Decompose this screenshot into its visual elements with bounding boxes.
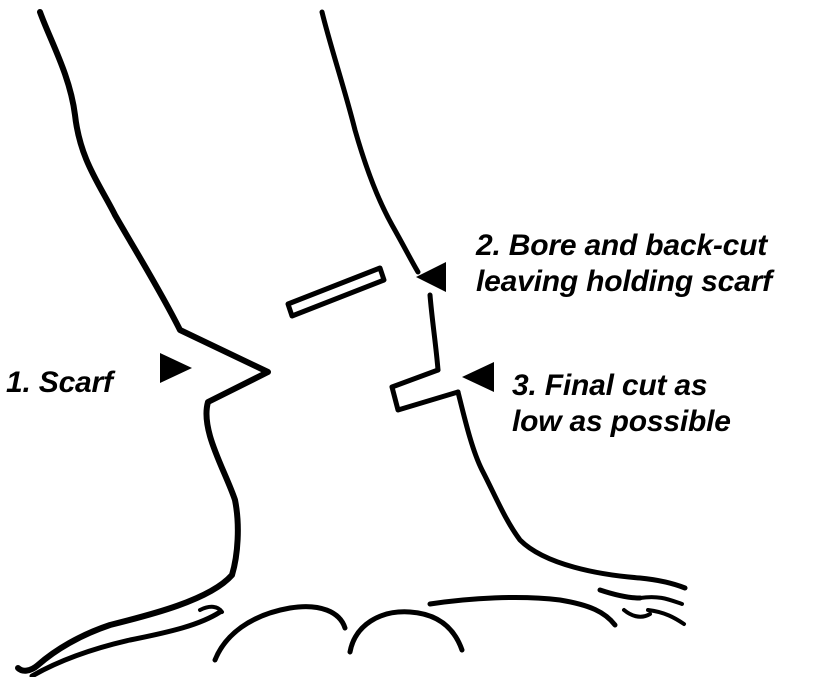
- bore-cut-label: 2. Bore and back-cut leaving holding sca…: [476, 228, 772, 300]
- final-cut-label-line1: 3. Final cut as: [512, 368, 731, 404]
- root-center-arch: [215, 607, 345, 660]
- final-cut-label-line2: low as possible: [512, 404, 731, 440]
- scarf-label: 1. Scarf: [6, 365, 113, 401]
- bore-cut-label-line1: 2. Bore and back-cut: [476, 228, 772, 264]
- trunk-right-outline: [322, 12, 418, 272]
- root-right-hump: [430, 597, 615, 625]
- scarf-label-text: 1. Scarf: [6, 365, 113, 401]
- final-cut-label: 3. Final cut as low as possible: [512, 368, 731, 440]
- arrow-scarf: [160, 353, 192, 383]
- arrow-final-cut: [462, 362, 494, 392]
- right-root-lower: [600, 590, 640, 598]
- final-cut-notch: [392, 370, 458, 410]
- arrow-bore: [416, 262, 446, 292]
- root-center-arch-right: [350, 612, 462, 652]
- bore-cut-label-line2: leaving holding scarf: [476, 264, 772, 300]
- trunk-left-outline: [18, 12, 268, 671]
- trunk-right-lower-outline: [430, 295, 438, 370]
- bore-cut-slot: [288, 268, 384, 316]
- right-root-tips: [624, 597, 684, 624]
